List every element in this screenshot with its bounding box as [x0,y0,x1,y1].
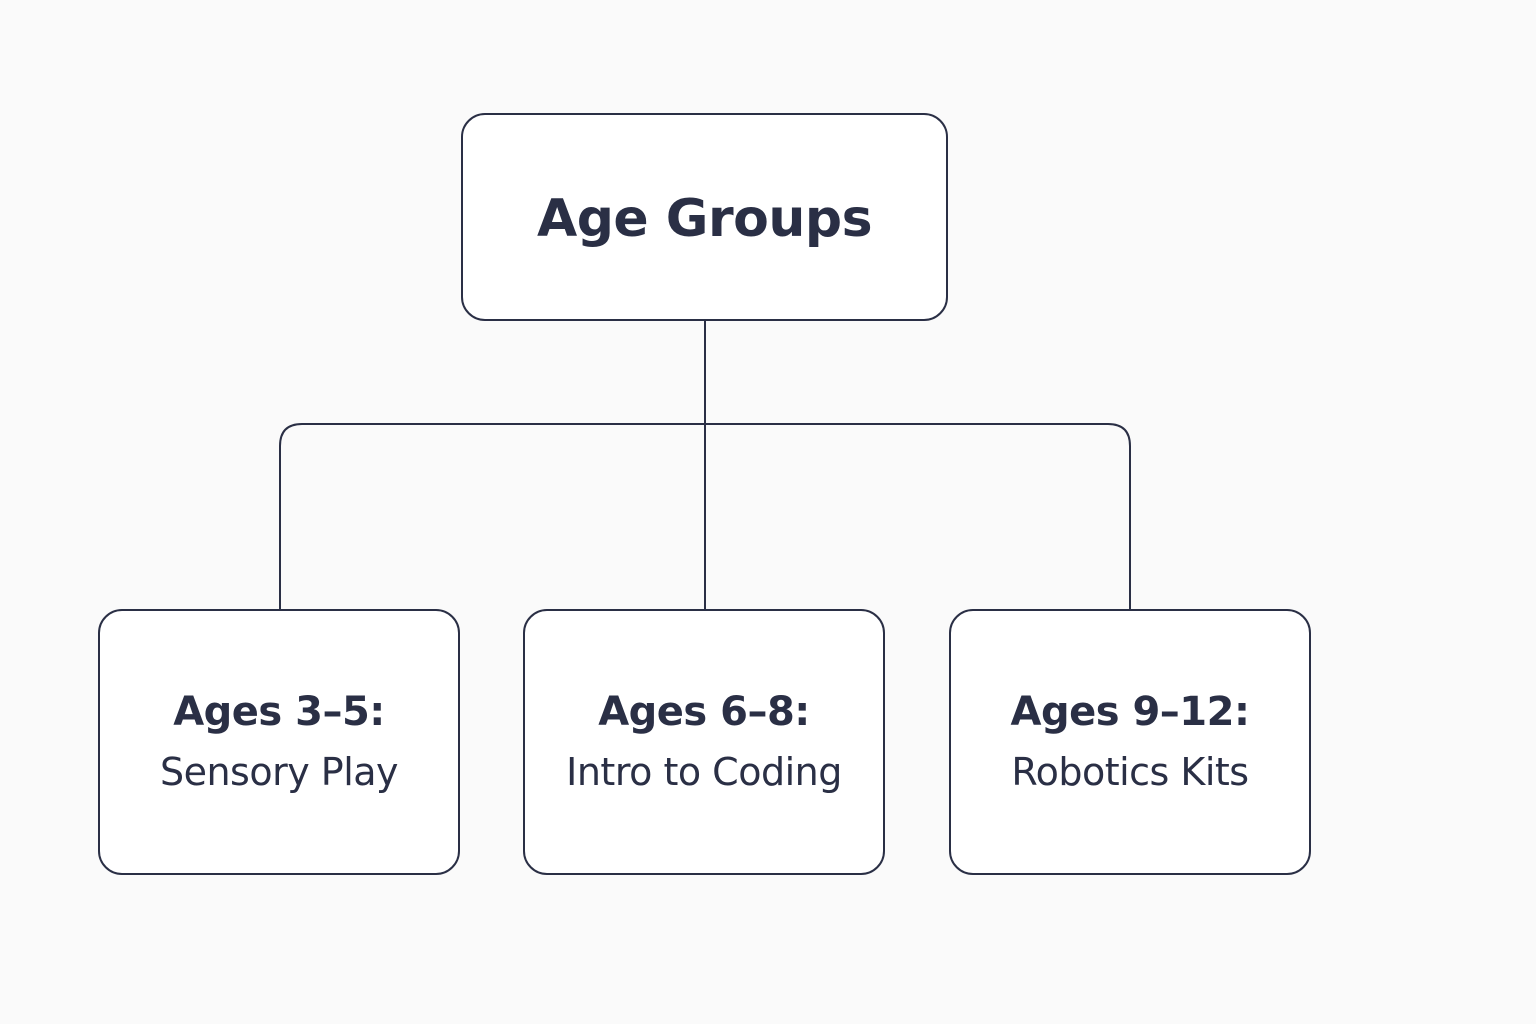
root-node-age-groups: Age Groups [461,113,948,321]
child-node-heading: Ages 3–5: [173,689,385,736]
child-node-detail: Intro to Coding [566,750,842,795]
child-node-detail: Robotics Kits [1011,750,1249,795]
child-node-heading: Ages 9–12: [1010,689,1250,736]
child-node-ages-6-8: Ages 6–8: Intro to Coding [523,609,885,875]
connector-bracket [279,423,1131,609]
root-node-label: Age Groups [536,189,873,249]
child-node-heading: Ages 6–8: [598,689,810,736]
child-node-detail: Sensory Play [159,750,399,795]
child-node-ages-3-5: Ages 3–5: Sensory Play [98,609,460,875]
child-node-ages-9-12: Ages 9–12: Robotics Kits [949,609,1311,875]
